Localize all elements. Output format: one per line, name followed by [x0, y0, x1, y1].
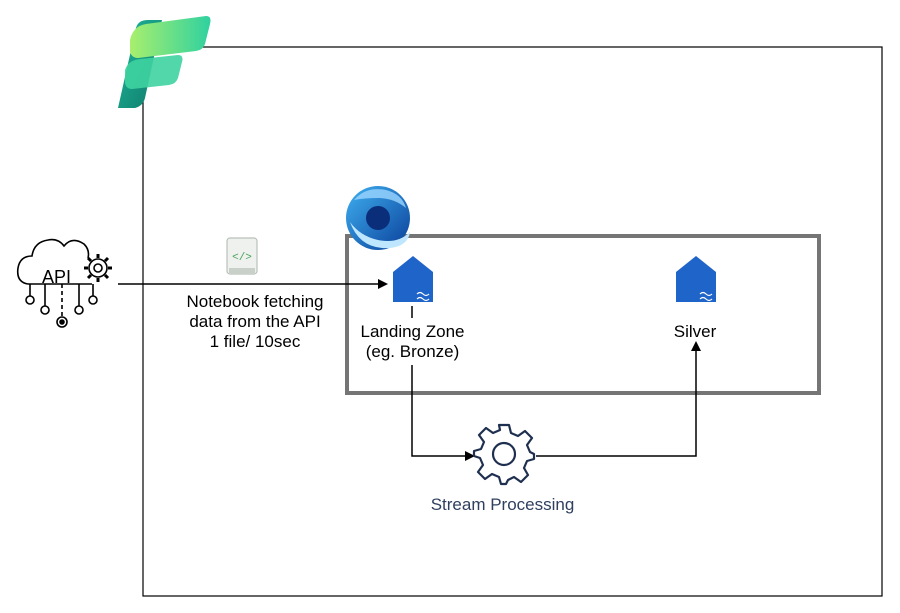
gear-icon — [472, 423, 536, 486]
svg-text:</>: </> — [232, 252, 252, 264]
notebook-code-icon: </> — [226, 237, 258, 275]
lakehouse-icon-silver — [676, 256, 716, 302]
landing-zone-line: Landing Zone — [360, 322, 465, 341]
cloud-api-gear-icon — [16, 238, 112, 328]
stream-to-silver-arrow — [536, 341, 701, 457]
notebook-description: Notebook fetching data from the API 1 fi… — [150, 292, 360, 352]
api-text: API — [42, 267, 71, 287]
fabric-logo — [118, 16, 211, 108]
stream-processing-label: Stream Processing — [430, 495, 575, 514]
lakehouse-box — [345, 234, 821, 395]
silver-label: Silver — [673, 322, 717, 341]
landing-zone-label: Landing Zone (eg. Bronze) — [330, 322, 495, 362]
lakehouse-icon-landing — [393, 256, 433, 302]
landing-zone-line: (eg. Bronze) — [365, 342, 460, 361]
eventhouse-logo — [346, 186, 410, 250]
notebook-line: data from the API — [189, 312, 321, 331]
notebook-line: Notebook fetching — [186, 292, 324, 311]
landing-to-stream-arrow — [411, 365, 475, 461]
workspace-frame — [142, 46, 883, 597]
notebook-line: 1 file/ 10sec — [209, 332, 301, 351]
